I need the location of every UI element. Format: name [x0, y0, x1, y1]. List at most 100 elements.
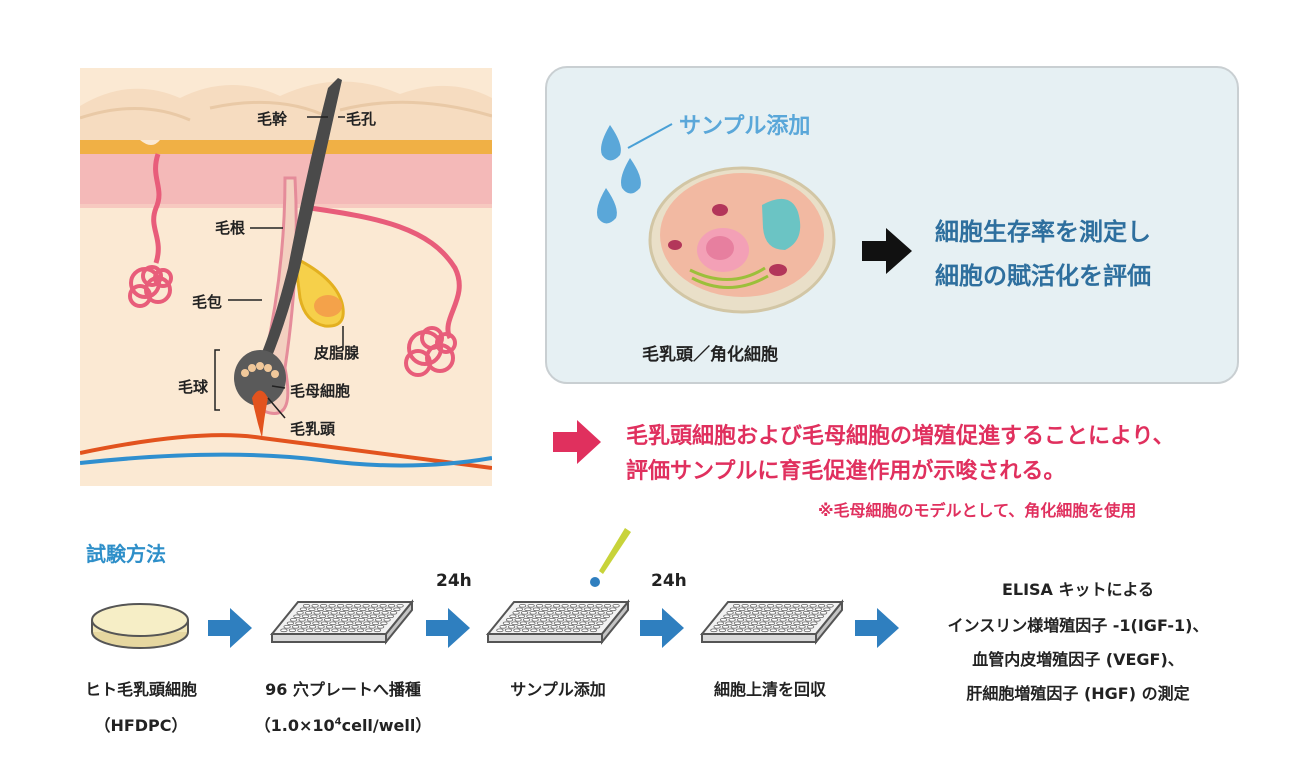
- well: [781, 624, 789, 629]
- well: [777, 610, 785, 615]
- well: [808, 614, 816, 619]
- well: [351, 624, 359, 629]
- well: [557, 617, 565, 622]
- well: [365, 628, 373, 633]
- well: [747, 624, 755, 629]
- well: [752, 628, 761, 633]
- well: [767, 604, 775, 608]
- well: [587, 621, 596, 626]
- well: [341, 617, 349, 622]
- well: [316, 607, 325, 612]
- well: [596, 621, 604, 626]
- well: [538, 628, 547, 633]
- well: [765, 614, 774, 619]
- well: [742, 621, 750, 626]
- label-matrix-cell: 毛母細胞: [290, 382, 351, 400]
- right-arrow-icon: [862, 228, 912, 274]
- well: [383, 617, 391, 622]
- well-plate-icon: [699, 599, 845, 645]
- well: [378, 614, 386, 619]
- label-follicle: 毛包: [192, 293, 223, 311]
- well: [332, 617, 340, 622]
- well: [563, 610, 571, 615]
- well: [738, 624, 747, 629]
- well: [591, 617, 599, 622]
- well: [794, 610, 802, 615]
- well: [813, 617, 821, 622]
- well: [744, 628, 752, 633]
- well: [367, 607, 376, 612]
- well: [311, 604, 319, 608]
- well: [820, 610, 828, 615]
- sample-addition-label: サンプル添加: [679, 114, 811, 139]
- well: [570, 621, 579, 626]
- conclusion-line-1: 毛乳頭細胞および毛母細胞の増殖促進することにより、: [626, 424, 1175, 449]
- well: [499, 624, 507, 629]
- incubation-time-1: 24h: [436, 571, 472, 591]
- step-arrow-icon: [426, 608, 470, 648]
- well: [521, 628, 530, 633]
- well: [816, 614, 825, 619]
- well: [565, 617, 573, 622]
- well: [760, 610, 768, 615]
- well: [558, 607, 566, 612]
- well: [327, 614, 335, 619]
- well: [366, 617, 374, 622]
- well: [354, 621, 363, 626]
- well: [511, 621, 519, 626]
- well: [795, 628, 803, 633]
- well: [733, 621, 742, 626]
- well: [396, 604, 404, 608]
- well: [306, 617, 315, 622]
- elisa-line-3: 血管内皮増殖因子 (VEGF)、: [972, 650, 1184, 669]
- well: [582, 617, 590, 622]
- well: [289, 617, 298, 622]
- well: [759, 621, 767, 626]
- well: [319, 604, 328, 608]
- well: [743, 610, 751, 615]
- well: [376, 607, 384, 612]
- label-hair-root: 毛根: [215, 219, 246, 237]
- well: [609, 607, 617, 612]
- well: [731, 614, 740, 619]
- well: [359, 607, 367, 612]
- well: [801, 621, 810, 626]
- well: [764, 624, 772, 629]
- petri-dish-icon: [91, 603, 189, 649]
- well: [296, 610, 304, 615]
- well: [792, 604, 800, 608]
- well: [559, 624, 567, 629]
- well: [361, 614, 369, 619]
- well: [356, 628, 365, 633]
- step-arrow-icon: [640, 608, 684, 648]
- well: [339, 610, 347, 615]
- well: [803, 610, 811, 615]
- well: [774, 614, 782, 619]
- well: [762, 617, 770, 622]
- droplet-icon: [597, 125, 641, 224]
- well: [796, 617, 804, 622]
- elisa-line-4: 肝細胞増殖因子 (HGF) の測定: [966, 684, 1190, 703]
- elisa-line-2: インスリン様増殖因子 -1(IGF-1)、: [947, 616, 1209, 635]
- well: [585, 614, 594, 619]
- label-pore: 毛孔: [346, 110, 377, 128]
- well: [600, 607, 609, 612]
- well: [384, 607, 393, 612]
- well: [551, 614, 560, 619]
- well: [519, 621, 528, 626]
- well-plate-icon: [485, 599, 631, 645]
- well: [727, 628, 735, 633]
- well: [308, 607, 316, 612]
- well: [580, 610, 588, 615]
- step-arrow-icon: [208, 608, 252, 648]
- result-line-1: 細胞生存率を測定し: [935, 218, 1151, 246]
- well: [595, 604, 603, 608]
- well: [562, 621, 570, 626]
- well: [295, 621, 303, 626]
- well: [755, 624, 764, 629]
- well: [566, 607, 575, 612]
- incubation-time-2: 24h: [651, 571, 687, 591]
- well: [299, 607, 308, 612]
- well: [517, 614, 526, 619]
- well: [496, 628, 504, 633]
